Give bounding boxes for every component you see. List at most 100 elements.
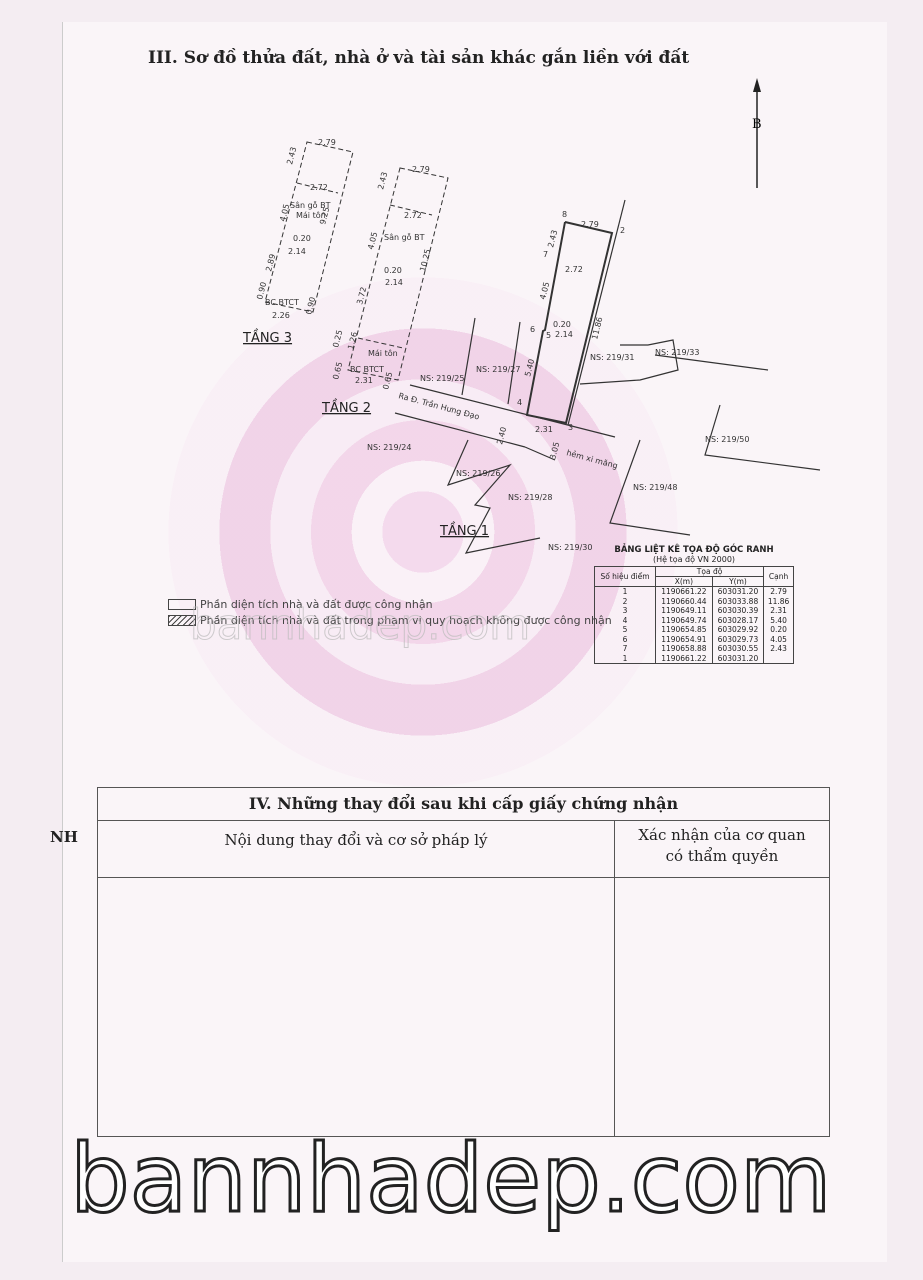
coord-cell-x: 1190654.91: [654, 634, 713, 644]
coord-cell-p: 1: [594, 586, 656, 597]
svg-text:Mái tôn: Mái tôn: [368, 348, 398, 358]
svg-text:5: 5: [546, 331, 551, 340]
svg-text:2.31: 2.31: [535, 425, 553, 434]
coord-cell-y: 603030.55: [711, 644, 765, 654]
svg-text:NS: 219/27: NS: 219/27: [476, 365, 520, 374]
floor-2-label: TẦNG 2: [321, 399, 371, 416]
coord-cell-p: 6: [594, 634, 656, 644]
floor-1-label: TẦNG 1: [439, 522, 489, 539]
svg-text:NS: 219/26: NS: 219/26: [456, 469, 500, 478]
side-cut-text: NH: [50, 828, 78, 846]
svg-text:2: 2: [620, 226, 625, 235]
svg-text:2.79: 2.79: [581, 220, 599, 229]
svg-text:Sân gỗ BT: Sân gỗ BT: [384, 232, 425, 242]
svg-text:9.25: 9.25: [318, 206, 331, 225]
coord-cell-y: 603029.73: [711, 634, 765, 644]
changes-column: Nội dung thay đổi và cơ sở pháp lý: [98, 821, 615, 1136]
svg-text:2.14: 2.14: [555, 330, 573, 339]
section-3-title: III. Sơ đồ thửa đất, nhà ở và tài sản kh…: [148, 48, 690, 68]
coord-cell-x: 1190654.85: [654, 625, 713, 635]
svg-text:4: 4: [517, 398, 522, 407]
coordinate-table: BẢNG LIỆT KÊ TỌA ĐỘ GÓC RANH (Hệ tọa độ …: [594, 545, 794, 664]
floor-2-labels: 2.79 2.43 2.72 Sân gỗ BT 4.05 10.25 0.20…: [331, 165, 432, 390]
coord-cell-y: 603031.20: [711, 586, 765, 597]
svg-text:3.05: 3.05: [548, 441, 561, 460]
coord-cell-e: 4.05: [763, 634, 794, 644]
svg-text:2.72: 2.72: [310, 183, 328, 192]
coord-cell-e: 5.40: [763, 615, 794, 625]
coord-cell-p: 4: [594, 615, 656, 625]
coord-cell-x: 1190658.88: [654, 644, 713, 654]
coord-cell-x: 1190661.22: [654, 586, 713, 597]
coord-cell-y: 603029.92: [711, 625, 765, 635]
svg-text:2.72: 2.72: [404, 211, 422, 220]
svg-text:NS: 219/33: NS: 219/33: [655, 348, 699, 357]
coord-cell-p: 2: [594, 596, 656, 606]
floor-3-labels: 2.79 2.43 2.72 Sân gỗ BT Mái tôn 4.05 9.…: [255, 138, 336, 320]
svg-text:2.14: 2.14: [385, 278, 403, 287]
svg-text:0.25: 0.25: [331, 329, 344, 348]
coord-cell-p: 3: [594, 606, 656, 616]
svg-text:7: 7: [543, 250, 548, 259]
north-arrow: B: [752, 78, 762, 188]
svg-text:Sân gỗ BT: Sân gỗ BT: [290, 200, 331, 210]
section-4-title: IV. Những thay đổi sau khi cấp giấy chứn…: [98, 788, 829, 821]
coord-cell-p: 5: [594, 625, 656, 635]
svg-text:0.20: 0.20: [384, 266, 402, 275]
coord-cell-y: 603028.17: [711, 615, 765, 625]
svg-text:BC BTCT: BC BTCT: [265, 298, 299, 307]
coord-cell-p: 1: [594, 653, 656, 664]
coord-cell-e: 2.79: [763, 586, 794, 597]
floor-1-plan: [394, 199, 821, 554]
coord-cell-e: 0.20: [763, 625, 794, 635]
floor-3-plan: [264, 141, 354, 313]
svg-text:Mái tôn: Mái tôn: [296, 210, 326, 220]
svg-text:NS: 219/30: NS: 219/30: [548, 543, 592, 552]
svg-text:4.05: 4.05: [278, 203, 291, 222]
coord-cell-e: 2.43: [763, 644, 794, 654]
svg-text:NS: 219/25: NS: 219/25: [420, 374, 464, 383]
svg-text:0.90: 0.90: [255, 281, 268, 300]
svg-text:2.14: 2.14: [288, 247, 306, 256]
svg-text:2.79: 2.79: [412, 165, 430, 174]
svg-text:2.43: 2.43: [546, 229, 559, 248]
svg-text:6: 6: [530, 325, 535, 334]
legend-text: Phần diện tích nhà và đất trong phạm vi …: [200, 614, 612, 627]
coord-cell-x: 1190649.74: [654, 615, 713, 625]
svg-text:10.25: 10.25: [418, 248, 432, 272]
svg-text:0.90: 0.90: [304, 296, 317, 315]
watermark-faint: bannhadep.com: [189, 600, 531, 650]
col-point: Số hiệu điểm: [594, 566, 656, 587]
legend-swatch-plain: [168, 599, 196, 610]
coord-cell-y: 603033.88: [711, 596, 765, 606]
coord-cell-x: 1190661.22: [654, 653, 713, 664]
section-4-table: IV. Những thay đổi sau khi cấp giấy chứn…: [97, 787, 830, 1137]
svg-text:2.31: 2.31: [355, 376, 373, 385]
north-label: B: [752, 117, 762, 132]
floor-2-plan: [347, 167, 449, 381]
coord-cell-e: [763, 653, 794, 664]
svg-text:2.40: 2.40: [495, 426, 508, 445]
svg-text:2.43: 2.43: [376, 171, 389, 190]
svg-text:3: 3: [568, 423, 573, 432]
svg-text:1.26: 1.26: [346, 331, 359, 350]
svg-text:0.65: 0.65: [381, 371, 394, 390]
svg-text:NS: 219/48: NS: 219/48: [633, 483, 677, 492]
svg-text:NS: 219/24: NS: 219/24: [367, 443, 411, 452]
watermark: bannhadep.com: [68, 1124, 832, 1236]
svg-text:4.05: 4.05: [538, 281, 551, 300]
svg-text:5.40: 5.40: [523, 358, 536, 377]
svg-text:4.05: 4.05: [366, 231, 379, 250]
col-x: X(m): [654, 576, 713, 587]
coord-cell-e: 11.86: [763, 596, 794, 606]
col-edge: Cạnh: [763, 566, 794, 587]
svg-text:2.43: 2.43: [285, 146, 298, 165]
